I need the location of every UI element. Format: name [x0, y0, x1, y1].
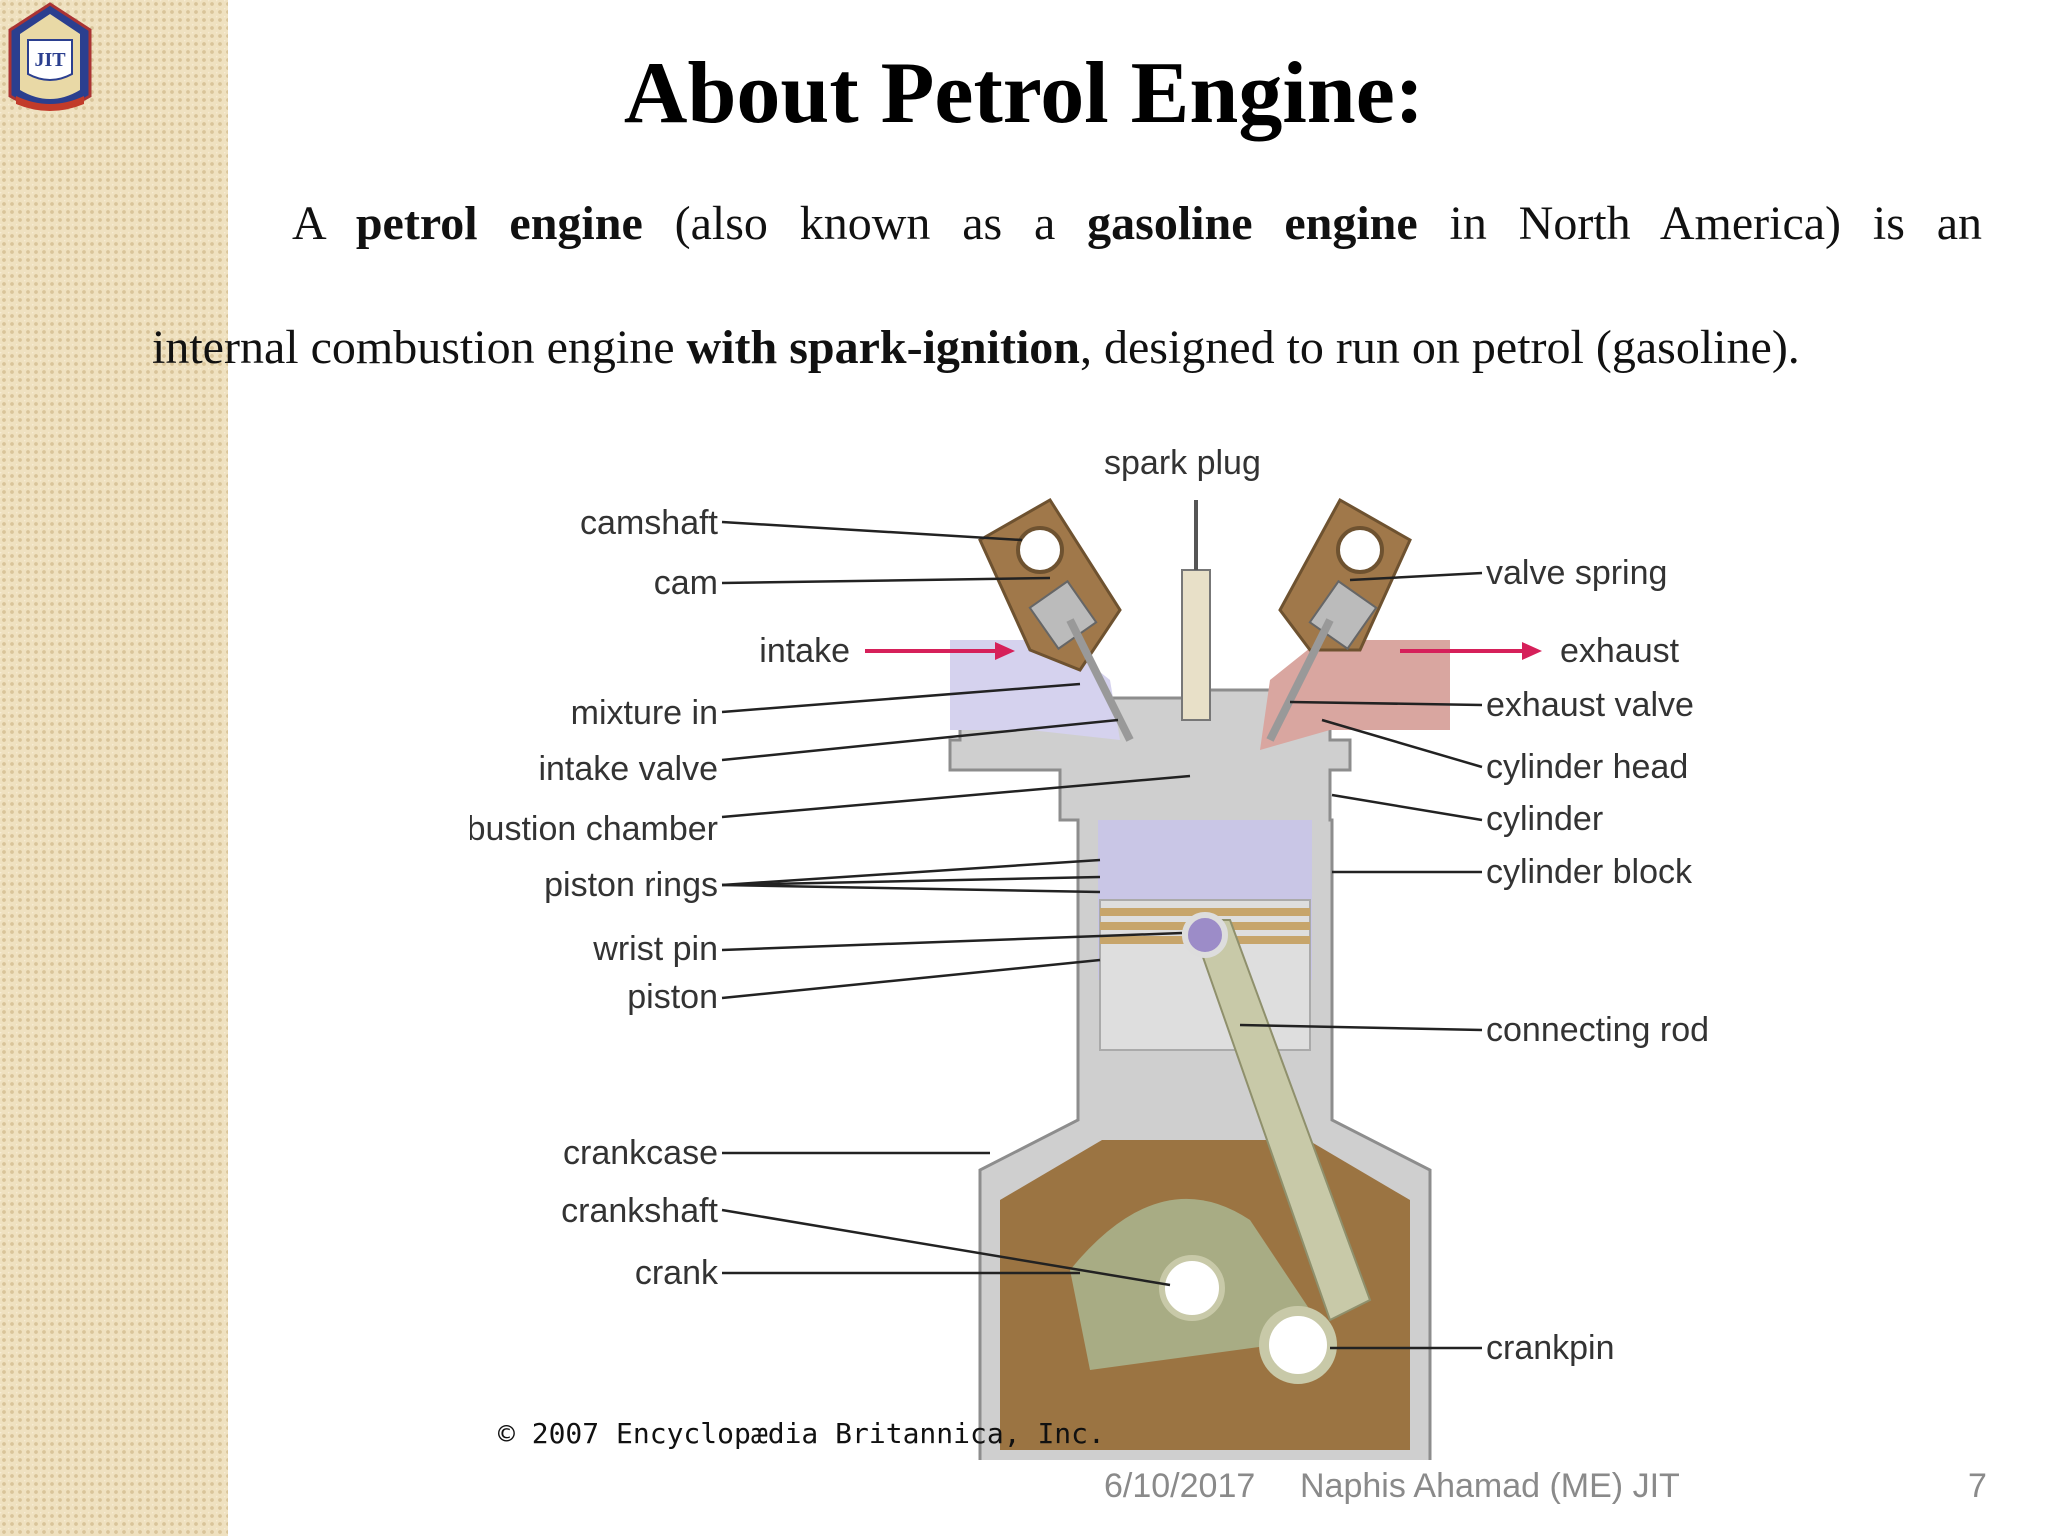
- label-cylinder: cylinder: [1486, 800, 1603, 838]
- label-piston: piston: [627, 978, 718, 1016]
- label-mixture-in: mixture in: [571, 694, 718, 732]
- bold-term-gasoline-engine: gasoline engine: [1087, 197, 1418, 250]
- label-cylinder-block: cylinder block: [1486, 853, 1693, 891]
- slide-title: About Petrol Engine:: [623, 45, 1425, 142]
- text-run: A: [292, 197, 356, 250]
- paragraph-line-1: A petrol engine (also known as a gasolin…: [152, 194, 1982, 254]
- label-crank: crank: [635, 1254, 719, 1292]
- text-run: internal combustion engine: [152, 321, 687, 374]
- label-spark-plug: spark plug: [1104, 444, 1261, 482]
- label-connecting-rod: connecting rod: [1486, 1011, 1709, 1049]
- label-combustion-chamber: combustion chamber: [470, 810, 718, 848]
- label-exhaust: exhaust: [1560, 632, 1680, 670]
- label-cam: cam: [654, 564, 718, 602]
- text-run: in North America) is an: [1417, 197, 1983, 250]
- crankpin-circle: [1259, 1306, 1337, 1384]
- label-valve-spring: valve spring: [1486, 554, 1667, 592]
- leader-lines: [721, 520, 1483, 1350]
- label-crankcase: crankcase: [563, 1134, 718, 1172]
- label-piston-rings: piston rings: [544, 866, 718, 904]
- footer-author: Naphis Ahamad (ME) JIT: [1300, 1467, 1680, 1505]
- engine-diagram: spark plug camshaft cam intake mixture i…: [470, 444, 1709, 1460]
- intake-arrowhead: [995, 642, 1015, 660]
- decorative-sidebar: [0, 0, 228, 1536]
- text-run: (also known as a: [642, 197, 1088, 250]
- diagram-credit: © 2007 Encyclopædia Britannica, Inc.: [498, 1417, 1105, 1450]
- intake-port: [950, 640, 1120, 740]
- spark-plug-shape: [1181, 569, 1211, 721]
- wrist-pin-circle: [1182, 912, 1228, 958]
- intake-camshaft-circle: [1016, 526, 1064, 574]
- label-intake: intake: [759, 632, 850, 670]
- bold-term-spark-ignition: with spark-ignition: [686, 321, 1080, 374]
- paragraph-line-2: internal combustion engine with spark-ig…: [152, 318, 1800, 378]
- footer-date: 6/10/2017: [1104, 1467, 1256, 1505]
- label-exhaust-valve: exhaust valve: [1486, 686, 1694, 724]
- footer-page-number: 7: [1968, 1467, 1987, 1505]
- label-wrist-pin: wrist pin: [592, 930, 718, 968]
- logo-text: JIT: [34, 49, 66, 71]
- label-crankshaft: crankshaft: [561, 1192, 718, 1230]
- label-crankpin: crankpin: [1486, 1329, 1615, 1367]
- bold-term-petrol-engine: petrol engine: [355, 197, 643, 250]
- label-camshaft: camshaft: [580, 504, 718, 542]
- exhaust-arrowhead: [1522, 642, 1542, 660]
- college-logo: JIT: [8, 2, 92, 111]
- intake-valve-stem: [1066, 618, 1134, 742]
- text-run: , designed to run on petrol (gasoline).: [1079, 321, 1800, 374]
- crankshaft-circle: [1159, 1255, 1225, 1321]
- label-intake-valve: intake valve: [538, 750, 718, 788]
- label-cylinder-head: cylinder head: [1486, 748, 1688, 786]
- exhaust-camshaft-circle: [1336, 526, 1384, 574]
- exhaust-valve-stem: [1266, 618, 1334, 742]
